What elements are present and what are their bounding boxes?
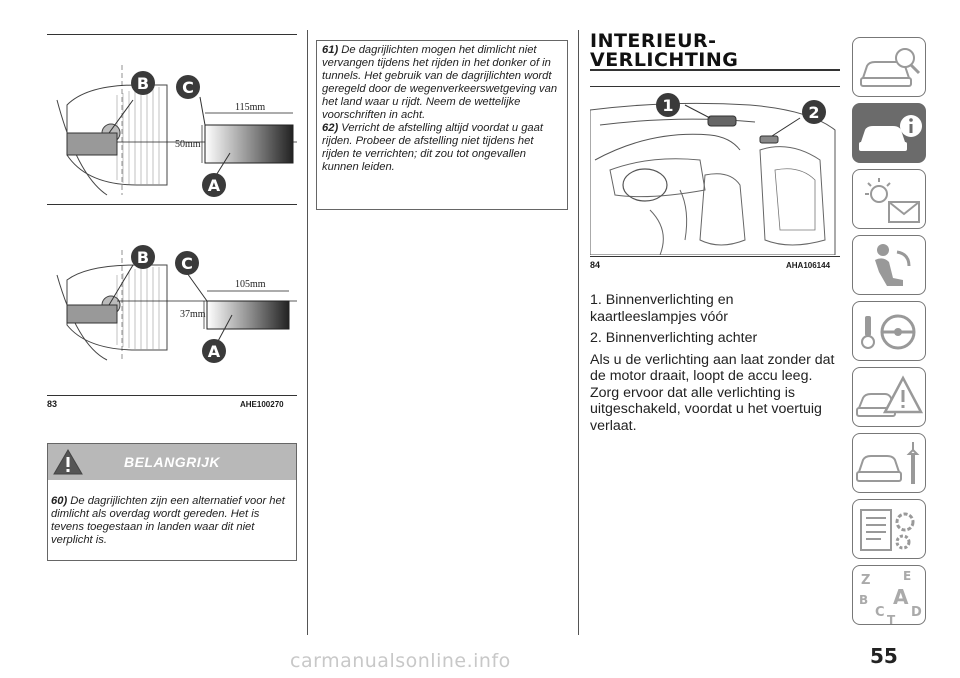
dimension-height: 37mm xyxy=(180,309,206,320)
headlight-adjust-figure-bottom: B C A 105mm 37mm xyxy=(56,245,297,363)
tab-safety[interactable] xyxy=(852,235,926,295)
figure-number: 84 xyxy=(590,260,601,270)
tab-starting-driving[interactable] xyxy=(852,301,926,361)
chapter-sidebar: Z E B A C D T xyxy=(852,37,930,631)
tab-car-search[interactable] xyxy=(852,37,926,97)
section-body: 1. Binnenverlichting en kaartleeslampjes… xyxy=(590,292,840,439)
alphabet-index-icon: Z E B A C D T xyxy=(859,569,922,626)
tab-maintenance[interactable] xyxy=(852,433,926,493)
note-62-number: 62) xyxy=(322,122,339,134)
tab-lights-messages[interactable] xyxy=(852,169,926,229)
top-rule xyxy=(47,34,297,35)
note-62-text: Verricht de afstelling altijd voordat u … xyxy=(322,122,543,173)
car-wrench-icon xyxy=(856,442,920,484)
note-60-number: 60) xyxy=(51,495,68,507)
letter: D xyxy=(911,605,922,620)
page-number: 55 xyxy=(870,644,898,668)
airbag-person-icon xyxy=(875,244,911,286)
heading-rule xyxy=(590,69,840,71)
note-62: 62) Verricht de afstelling altijd voorda… xyxy=(322,122,562,174)
label-c: C xyxy=(182,78,194,97)
tab-emergency[interactable] xyxy=(852,367,926,427)
notes-box: 61) De dagrijlichten mogen het dimlicht … xyxy=(316,40,568,210)
warning-header: BELANGRIJK xyxy=(48,444,296,480)
label-1: 1 xyxy=(662,96,673,115)
note-60: 60) De dagrijlichten zijn een alternatie… xyxy=(48,480,296,547)
column-divider-2 xyxy=(578,30,579,635)
warning-triangle-icon xyxy=(53,449,83,475)
interior-lights-figure: 1 2 xyxy=(590,93,836,255)
figure-bottom-rule xyxy=(590,256,840,257)
warning-box: BELANGRIJK 60) De dagrijlichten zijn een… xyxy=(47,443,297,561)
letter: T xyxy=(887,613,896,626)
figure-top-rule xyxy=(590,86,840,87)
figure-separator xyxy=(47,204,297,205)
note-61-text: De dagrijlichten mogen het dimlicht niet… xyxy=(322,44,558,121)
watermark: carmanualsonline.info xyxy=(290,650,511,672)
tab-technical-data[interactable] xyxy=(852,499,926,559)
note-60-text: De dagrijlichten zijn een alternatief vo… xyxy=(51,495,285,546)
list-item-2: 2. Binnenverlichting achter xyxy=(590,330,758,346)
figure-number: 83 xyxy=(47,399,58,409)
note-61-number: 61) xyxy=(322,44,339,56)
letter: B xyxy=(859,593,868,607)
body-paragraph: Als u de verlichting aan laat zonder dat… xyxy=(590,351,835,434)
letter: E xyxy=(903,569,911,583)
label-c: C xyxy=(181,254,193,273)
figure-code: AHA106144 xyxy=(786,261,831,270)
label-a: A xyxy=(208,176,221,195)
note-61: 61) De dagrijlichten mogen het dimlicht … xyxy=(322,44,562,122)
light-message-icon xyxy=(865,178,920,223)
car-search-icon xyxy=(860,48,921,87)
figure-code: AHE100270 xyxy=(240,400,284,409)
dimension-width: 105mm xyxy=(235,279,266,290)
spec-list-gear-icon xyxy=(860,509,915,551)
letter: C xyxy=(875,605,885,620)
headlight-adjust-figure-top: B C A 115mm 50mm xyxy=(56,65,297,197)
figure-bottom-rule xyxy=(47,395,297,396)
dimension-width: 115mm xyxy=(235,102,265,113)
section-heading: INTERIEUR- VERLICHTING xyxy=(590,32,840,70)
heading-line-2: VERLICHTING xyxy=(590,49,739,71)
key-steering-wheel-icon xyxy=(861,314,916,350)
dimension-height: 50mm xyxy=(175,139,201,150)
list-item-1: 1. Binnenverlichting en kaartleeslampjes… xyxy=(590,292,734,325)
tab-index[interactable]: Z E B A C D T xyxy=(852,565,926,626)
car-warning-icon xyxy=(856,375,924,417)
column-divider-1 xyxy=(307,30,308,635)
car-info-icon xyxy=(859,115,922,151)
heading-line-1: INTERIEUR- xyxy=(590,30,717,52)
label-a: A xyxy=(208,342,221,361)
label-b: B xyxy=(137,248,149,267)
warning-title: BELANGRIJK xyxy=(123,454,220,470)
letter: A xyxy=(893,585,909,609)
letter: Z xyxy=(861,573,870,588)
label-b: B xyxy=(137,74,149,93)
tab-car-info[interactable] xyxy=(852,103,926,163)
label-2: 2 xyxy=(808,103,819,122)
